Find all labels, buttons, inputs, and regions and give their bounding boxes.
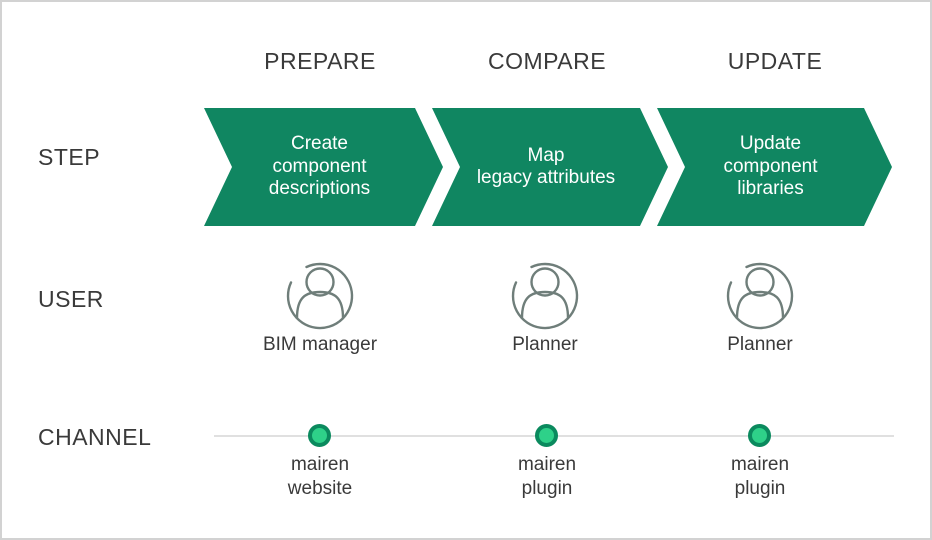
phase-title-prepare: PREPARE: [264, 48, 376, 74]
channel-label: mairen website: [287, 454, 353, 499]
phase-title-update: UPDATE: [727, 48, 823, 74]
person-in-circle-icon: [724, 260, 796, 332]
user-label: BIM manager: [262, 334, 378, 355]
user-label: Planner: [727, 334, 793, 355]
user-label: Planner: [512, 334, 578, 355]
step-arrow-3: Update component libraries: [657, 108, 892, 226]
step-arrow-label: Create component descriptions: [268, 133, 371, 200]
person-in-circle-icon: [284, 260, 356, 332]
step-arrow-label: Map legacy attributes: [476, 144, 616, 188]
person-in-circle-icon: [509, 260, 581, 332]
channel-node-dot: [308, 424, 331, 447]
channel-node-dot: [535, 424, 558, 447]
phase-title-compare: COMPARE: [487, 48, 607, 74]
step-arrow-1: Create component descriptions: [204, 108, 443, 226]
row-label-step: STEP: [38, 144, 101, 170]
row-label-channel: CHANNEL: [38, 424, 152, 450]
step-arrow-label: Update component libraries: [723, 133, 818, 200]
channel-label: mairen plugin: [730, 454, 790, 499]
channel-label: mairen plugin: [517, 454, 577, 499]
step-arrow-2: Map legacy attributes: [432, 108, 668, 226]
channel-node-dot: [748, 424, 771, 447]
row-label-user: USER: [38, 286, 104, 312]
